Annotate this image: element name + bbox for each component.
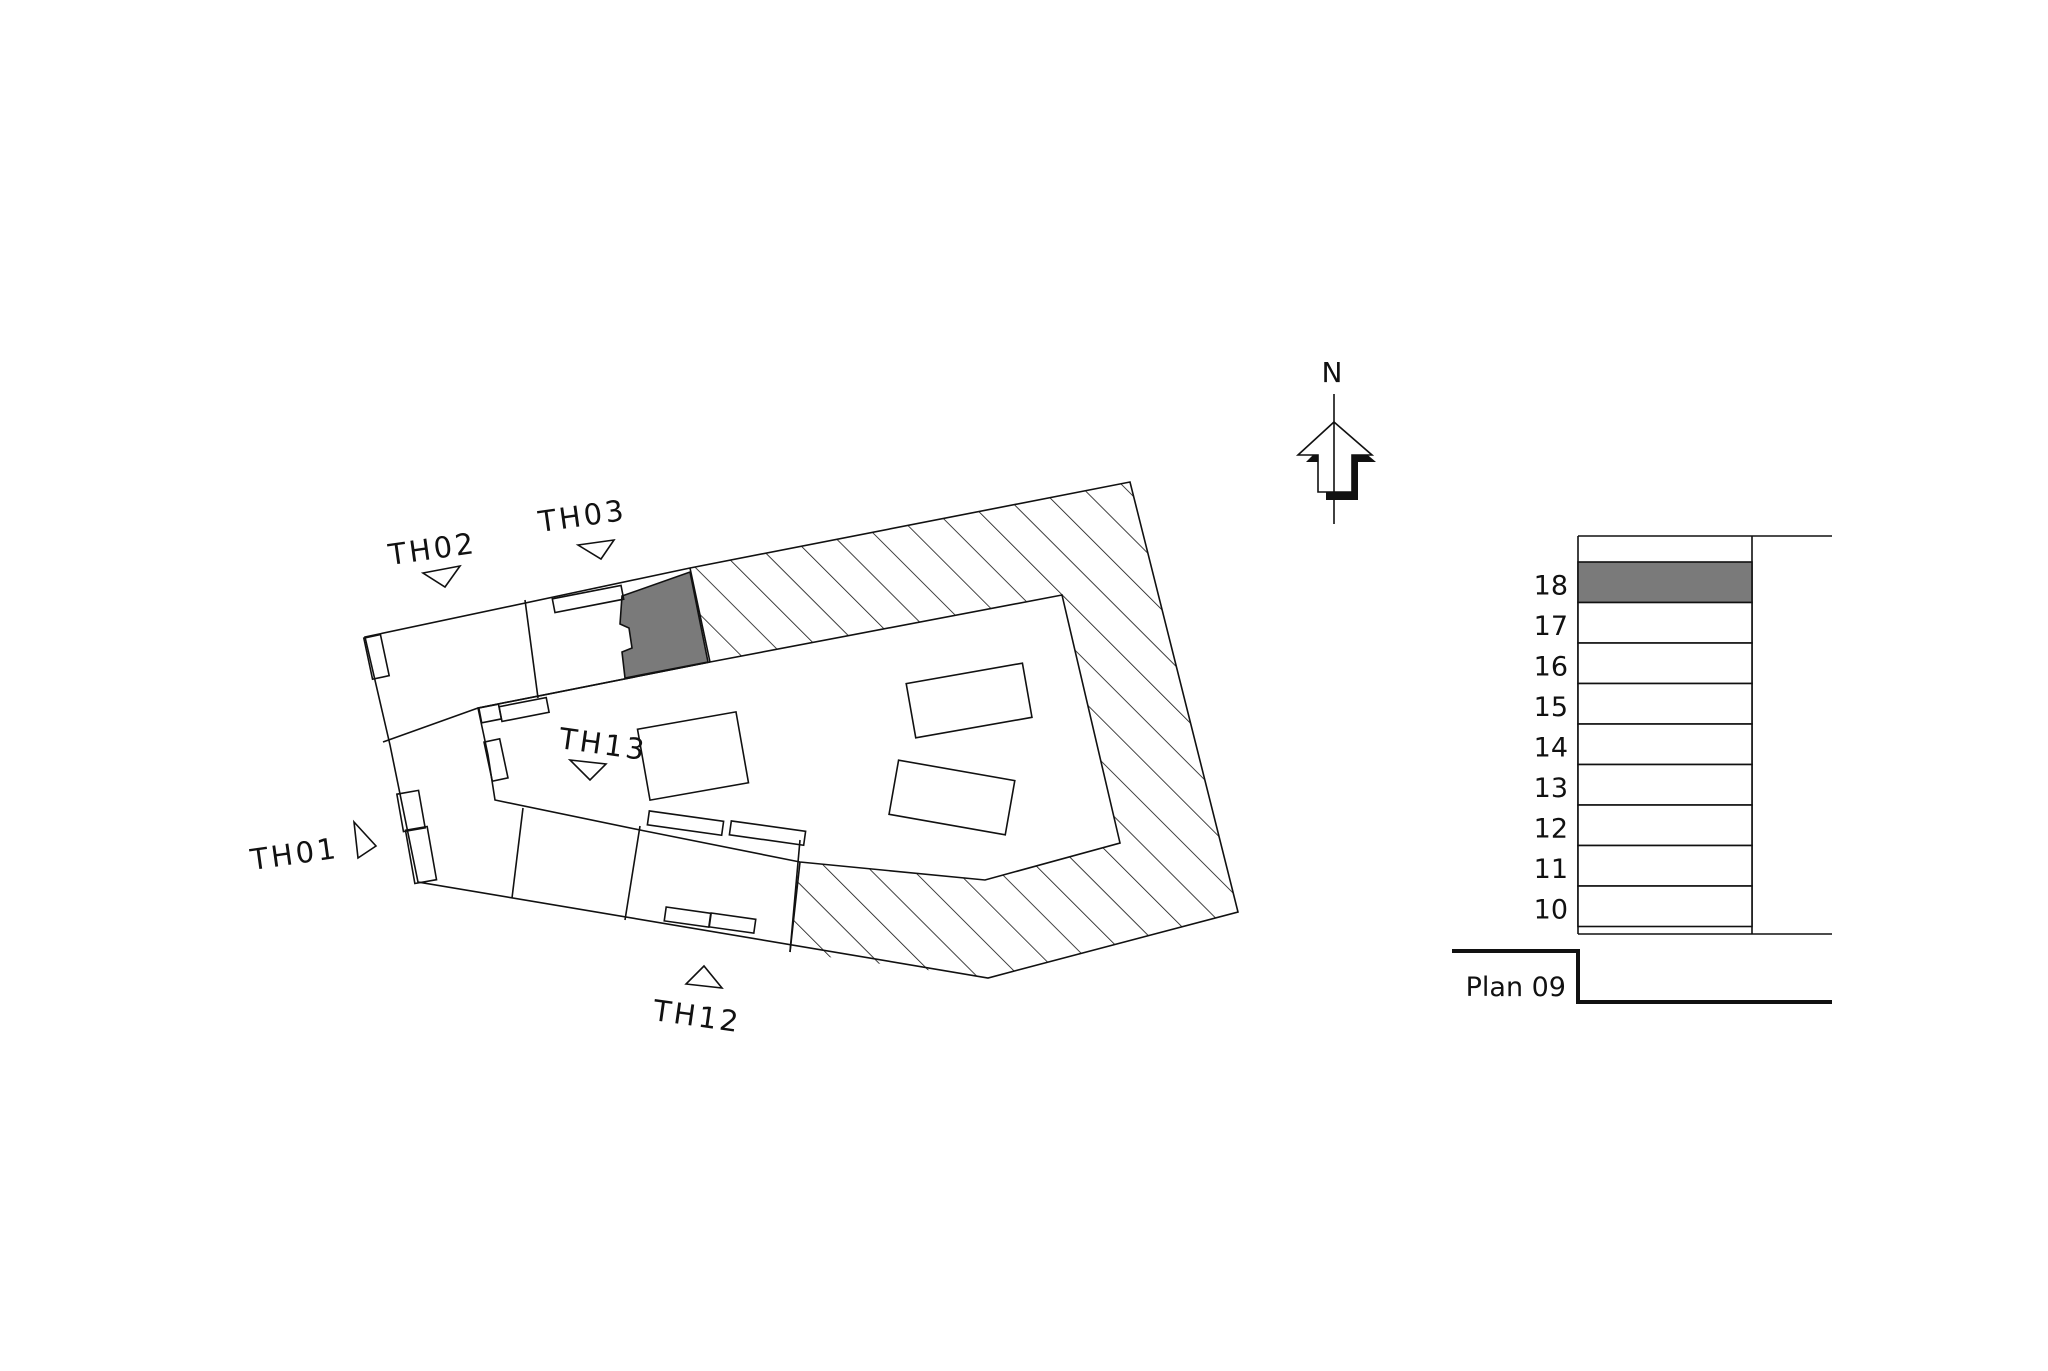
viewpoint-th12-label: TH12 xyxy=(650,993,743,1039)
base-plan-label: Plan 09 xyxy=(1466,972,1566,1003)
building-outline xyxy=(364,481,1239,979)
ground-line xyxy=(1452,949,1832,1004)
floor-row-16 xyxy=(1577,642,1753,685)
floor-label-12: 12 xyxy=(1534,814,1568,845)
floor-row-18 xyxy=(1577,561,1753,604)
viewpoint-th03-icon xyxy=(575,538,616,561)
wall-line xyxy=(689,567,711,663)
hatched-terrace xyxy=(690,482,1238,978)
floor-label-13: 13 xyxy=(1534,773,1568,804)
viewpoint-th03-label: TH03 xyxy=(535,493,628,539)
viewpoint-th02-label: TH02 xyxy=(385,526,478,572)
balcony-boxes xyxy=(362,584,807,935)
floor-label-18: 18 xyxy=(1534,571,1568,602)
floor-label-15: 15 xyxy=(1534,692,1568,723)
floor-label-16: 16 xyxy=(1534,652,1568,683)
viewpoint-th13-icon xyxy=(567,758,608,782)
floor-row-11 xyxy=(1577,844,1753,887)
floor-label-14: 14 xyxy=(1534,733,1568,764)
viewpoint-th02-icon xyxy=(420,564,462,589)
floor-row-17 xyxy=(1577,601,1753,644)
site-plan: TH02 TH03 TH13 TH01 TH12 xyxy=(247,481,1239,1039)
highlighted-unit xyxy=(619,570,709,679)
floor-label-17: 17 xyxy=(1534,611,1568,642)
floor-row-14 xyxy=(1577,723,1753,766)
north-label: N xyxy=(1322,356,1343,389)
north-arrow: N xyxy=(1295,356,1376,524)
floor-section: 18 17 16 15 14 13 12 11 10 Plan 09 xyxy=(1452,535,1832,1004)
floor-row-15 xyxy=(1577,682,1753,725)
floor-label-10: 10 xyxy=(1534,895,1568,926)
floor-label-11: 11 xyxy=(1534,854,1568,885)
courtyard-planters xyxy=(636,662,1033,836)
floor-row-13 xyxy=(1577,763,1753,806)
viewpoint-th01-label: TH01 xyxy=(247,831,340,877)
floor-row-12 xyxy=(1577,804,1753,847)
floor-rows: 18 17 16 15 14 13 12 11 10 xyxy=(1534,561,1753,928)
viewpoint-th01-icon xyxy=(352,819,378,860)
floor-row-10 xyxy=(1577,885,1753,928)
viewpoint-th12-icon xyxy=(684,964,724,990)
